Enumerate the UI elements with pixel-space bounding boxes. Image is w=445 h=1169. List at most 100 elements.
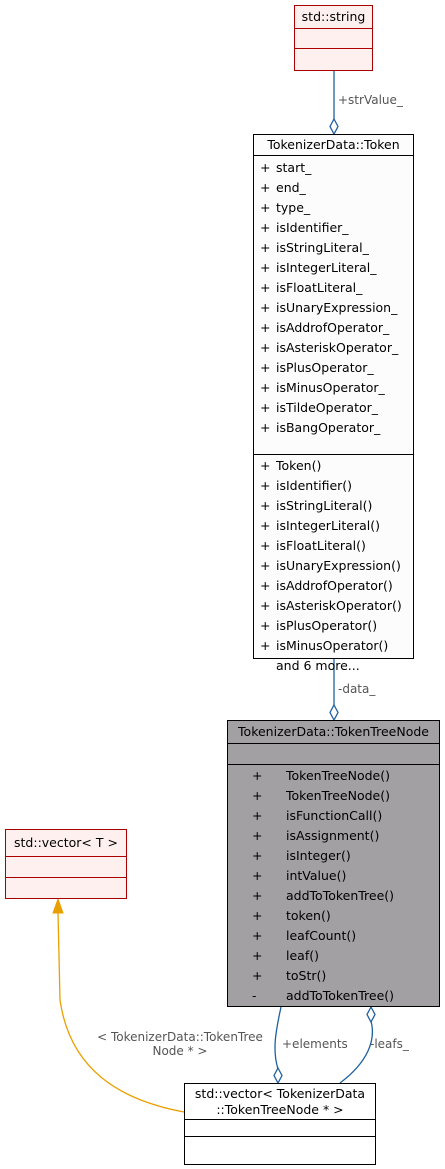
member-row: +token() [228, 906, 439, 926]
member-row: + TokenTreeNode() [228, 766, 439, 786]
member-row: + isAssignment() [228, 826, 439, 846]
member-name: intValue() [286, 868, 347, 883]
edge-label-data: -data_ [338, 682, 376, 696]
class-std-vector-token-tree-node[interactable]: std::vector< TokenizerData ::TokenTreeNo… [184, 1083, 376, 1165]
member-name: TokenTreeNode() [286, 788, 390, 803]
member-visibility: + [252, 948, 263, 963]
attributes-section [6, 857, 126, 878]
member-name: isAddrofOperator() [276, 578, 393, 593]
member-visibility: + [252, 768, 263, 783]
member-visibility: + [260, 280, 271, 295]
member-name: isPlusOperator_ [276, 360, 374, 375]
attributes-section [185, 1120, 375, 1137]
member-name: toStr() [286, 968, 327, 983]
member-row: + isFloatLiteral_ [254, 278, 413, 298]
member-name: isAssignment() [286, 828, 380, 843]
attributes-section: +start_+end_+type_+isIdentifier_+isStrin… [254, 156, 413, 455]
member-visibility: + [260, 558, 271, 573]
member-row: +isAddrofOperator_ [254, 318, 413, 338]
member-row: -addToTokenTree() [228, 986, 439, 1006]
member-visibility: + [260, 598, 271, 613]
member-name: Token() [276, 458, 322, 473]
class-token-tree-node[interactable]: TokenizerData::TokenTreeNode +TokenTreeN… [227, 720, 440, 1007]
edge-label-leafs: -leafs_ [370, 1037, 409, 1051]
member-name: isTildeOperator_ [276, 400, 379, 415]
member-name: isStringLiteral() [276, 498, 373, 513]
member-visibility: + [260, 518, 271, 533]
member-row: + isUnaryExpression() [254, 556, 413, 576]
operations-section: + TokenTreeNode() + TokenTreeNode() + isFunct… [228, 765, 439, 1006]
member-name: isAddrofOperator_ [276, 320, 390, 335]
member-name: isStringLiteral_ [276, 240, 369, 255]
class-title: std::string [295, 6, 372, 29]
member-row: +Token() [254, 456, 413, 476]
diamond-leafs [366, 1005, 376, 1024]
member-visibility: + [260, 498, 271, 513]
member-name: isIntegerLiteral() [276, 518, 381, 533]
member-visibility: + [260, 638, 271, 653]
edge-elements [274, 1006, 282, 1070]
member-row: +isUnaryExpression_ [254, 298, 413, 318]
edge-label-elements: +elements [282, 1037, 348, 1051]
member-name: isFloatLiteral() [276, 538, 366, 553]
class-token[interactable]: TokenizerData::Token +start_+end_+type_+… [253, 134, 414, 673]
member-row: +start_ [254, 158, 413, 178]
member-name: isIdentifier() [276, 478, 353, 493]
member-row: +isIdentifier_ [254, 218, 413, 238]
member-row: +isIntegerLiteral_ [254, 258, 413, 278]
member-name: addToTokenTree() [286, 888, 395, 903]
member-name: isPlusOperator() [276, 618, 378, 633]
member-visibility: + [252, 968, 263, 983]
member-visibility: + [260, 618, 271, 633]
arrow-template [52, 897, 64, 914]
class-title-line2: ::TokenTreeNode * > [216, 1102, 344, 1117]
edge-label-template-arg: < TokenizerData::TokenTree Node * > [86, 1030, 274, 1058]
member-row: +isPlusOperator_ [254, 358, 413, 378]
member-row: + isIntegerLiteral() [254, 516, 413, 536]
member-name: isAsteriskOperator() [276, 598, 402, 613]
member-visibility: + [260, 400, 271, 415]
member-visibility: + [252, 848, 263, 863]
member-row: + isBangOperator_ [254, 418, 413, 438]
member-name: leafCount() [286, 928, 357, 943]
member-name: isMinusOperator_ [276, 380, 385, 395]
member-visibility: + [252, 808, 263, 823]
member-name: isAsteriskOperator_ [276, 340, 399, 355]
member-row: +intValue() [228, 866, 439, 886]
edge-label-template-arg-line2: Node * > [152, 1044, 208, 1058]
member-row: +leafCount() [228, 926, 439, 946]
member-name: and 6 more... [276, 658, 360, 673]
member-name: isInteger() [286, 848, 351, 863]
edge-label-strvalue: +strValue_ [338, 93, 403, 107]
member-visibility: + [260, 420, 271, 435]
member-visibility: + [260, 220, 271, 235]
member-row: + isInteger() [228, 846, 439, 866]
edge-label-template-arg-line1: < TokenizerData::TokenTree [97, 1030, 263, 1044]
member-row: and 6 more... [254, 656, 413, 676]
member-row: +TokenTreeNode() [228, 786, 439, 806]
member-name: isFloatLiteral_ [276, 280, 363, 295]
member-name: end_ [276, 180, 306, 195]
member-row: + isPlusOperator() [254, 616, 413, 636]
member-row: +leaf() [228, 946, 439, 966]
class-std-string[interactable]: std::string [294, 5, 373, 71]
member-row: + isAsteriskOperator() [254, 596, 413, 616]
class-title: TokenizerData::Token [254, 135, 413, 156]
member-name: isIntegerLiteral_ [276, 260, 377, 275]
attributes-section [228, 744, 439, 765]
class-std-vector-template[interactable]: std::vector< T > [5, 829, 127, 899]
member-row: +isAddrofOperator() [254, 576, 413, 596]
member-visibility: + [260, 300, 271, 315]
member-row: +addToTokenTree() [228, 886, 439, 906]
edge-leafs [339, 1020, 373, 1084]
member-visibility: + [252, 828, 263, 843]
member-row: +end_ [254, 178, 413, 198]
member-row: +type_ [254, 198, 413, 218]
member-name: isFunctionCall() [286, 808, 383, 823]
member-row: + isStringLiteral() [254, 496, 413, 516]
member-name: isUnaryExpression() [276, 558, 401, 573]
member-name: isBangOperator_ [276, 420, 381, 435]
member-row: +isMinusOperator_ [254, 378, 413, 398]
member-name: TokenTreeNode() [286, 768, 390, 783]
member-row: + isTildeOperator_ [254, 398, 413, 418]
